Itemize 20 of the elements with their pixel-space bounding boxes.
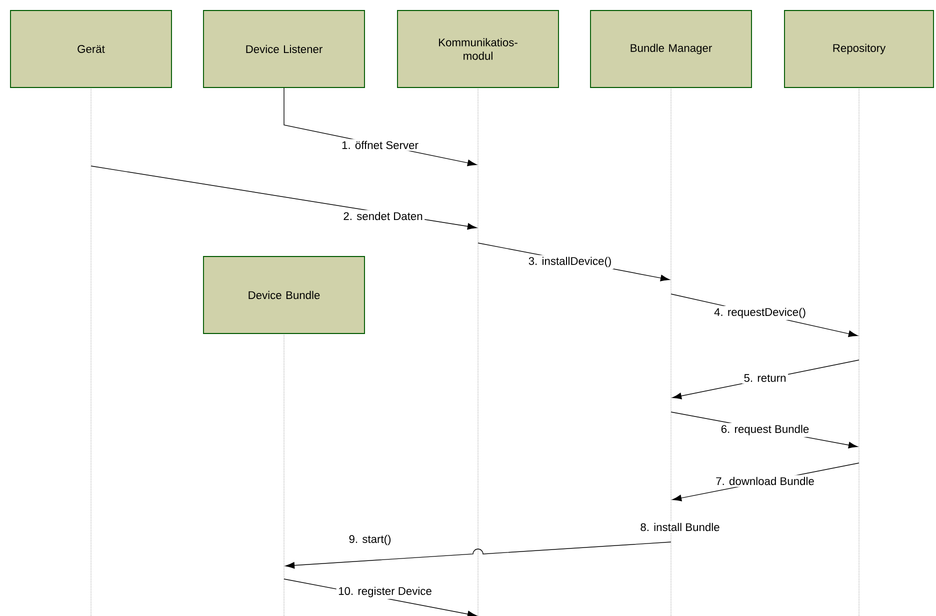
lifeline-box: Bundle Manager [590,10,752,88]
message-label: 8. install Bundle [640,522,720,532]
lifeline-box: Gerät [10,10,172,88]
edge-label: 6. request Bundle [721,424,809,436]
edge-label: 2. sendet Daten [344,212,422,220]
edge-label: 4. requestDevice() [714,308,806,318]
lifeline-box: Device Listener [203,10,365,88]
lifeline [670,88,672,616]
lifeline-box: Device Bundle [203,256,365,334]
lifeline [90,88,92,616]
edge-label: 10. register Device [338,586,432,598]
lifeline-box: Repository [784,10,934,88]
edge-label: 7. download Bundle [716,476,814,486]
edge-label: 9. start() [349,534,391,546]
edge-label: 1. öffnet Server [342,140,418,150]
message-arrow [285,542,672,569]
edge-label: 5. return [744,374,786,382]
edge-label: 3. installDevice() [528,256,611,268]
lifeline-box: Kommunikatios- modul [397,10,559,88]
lifeline [858,88,860,616]
